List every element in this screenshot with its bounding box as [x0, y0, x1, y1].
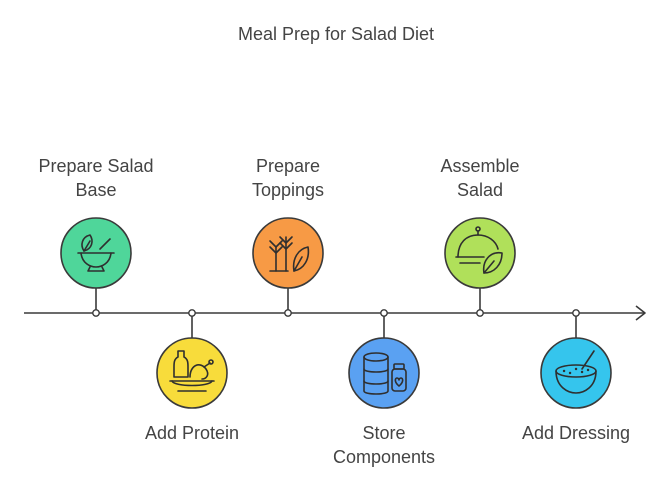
containers-jar-icon [363, 352, 407, 395]
steps-layer [60, 217, 612, 409]
step-label: Add Protein [107, 421, 277, 445]
timeline-arrowhead [635, 305, 646, 321]
chicken-platter-icon [169, 350, 215, 392]
step-circle [444, 217, 516, 289]
cloche-leaf-icon [455, 226, 503, 274]
step-label-line: Add Protein [144, 423, 240, 443]
timeline-node [572, 309, 580, 317]
step-circle [156, 337, 228, 409]
herbs-leaf-icon [269, 236, 310, 272]
step-label-line: Toppings [251, 180, 325, 200]
step-label-line: Components [332, 447, 436, 467]
step-4 [348, 309, 420, 409]
timeline-node [92, 309, 100, 317]
step-label-line: Add Dressing [521, 423, 631, 443]
step-label-line: Prepare [255, 156, 321, 176]
mortar-herb-icon [77, 234, 115, 272]
timeline-node [380, 309, 388, 317]
timeline-node [284, 309, 292, 317]
diagram-title: Meal Prep for Salad Diet [237, 24, 435, 44]
step-label: Add Dressing [491, 421, 661, 445]
step-1 [60, 217, 132, 317]
bowl-spoon-icon [555, 350, 597, 394]
step-label-line: Store [362, 423, 406, 443]
step-label-line: Base [75, 180, 117, 200]
step-circle [252, 217, 324, 289]
timeline-node [188, 309, 196, 317]
step-label-line: Salad [456, 180, 504, 200]
timeline-node [476, 309, 484, 317]
step-circle [348, 337, 420, 409]
step-6 [540, 309, 612, 409]
step-3 [252, 217, 324, 317]
step-label-line: Prepare Salad [38, 156, 154, 176]
step-label-line: Assemble [440, 156, 520, 176]
step-2 [156, 309, 228, 409]
step-circle [540, 337, 612, 409]
step-5 [444, 217, 516, 317]
